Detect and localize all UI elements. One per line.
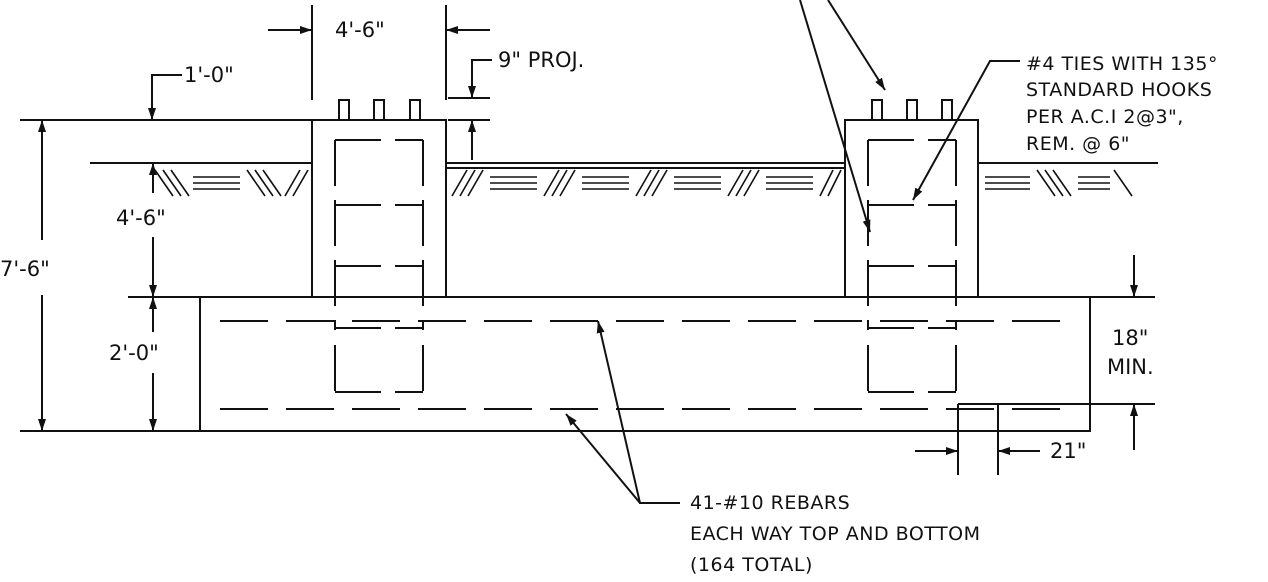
rebar-note-line: 41-#10 REBARS: [690, 492, 850, 514]
left-pedestal-reinforcement: [334, 139, 424, 403]
ties-note-line: PER A.C.I 2@3",: [1026, 106, 1184, 128]
pedestal-width-dimension: [268, 5, 490, 100]
grade-line: [90, 162, 1158, 169]
rebar-note: 41-#10 REBARS EACH WAY TOP AND BOTTOM (1…: [690, 492, 981, 576]
right-anchor-bolts: [871, 99, 953, 121]
pedestal-width-label: 4'-6": [335, 18, 385, 42]
offset-label: 1'-0": [184, 63, 234, 87]
ties-note-line: STANDARD HOOKS: [1026, 79, 1212, 101]
total-depth-label: 7'-6": [0, 257, 50, 281]
ties-note-line: REM. @ 6": [1026, 133, 1130, 155]
right-pedestal: [844, 119, 979, 298]
ties-note: #4 TIES WITH 135° STANDARD HOOKS PER A.C…: [1026, 53, 1218, 155]
right-pedestal-reinforcement: [867, 139, 957, 403]
offset-dimension: [148, 74, 182, 120]
pedestal-depth-label: 4'-6": [116, 206, 166, 230]
left-anchor-bolts: [338, 99, 421, 121]
pedestal-depth-dimension: [128, 163, 200, 298]
left-pedestal: [311, 119, 447, 298]
total-depth-dimension: [20, 119, 312, 432]
bar-spacing-label: 21": [1050, 439, 1086, 463]
ties-note-line: #4 TIES WITH 135°: [1026, 53, 1218, 75]
soil-hatch: [154, 169, 1133, 197]
ties-note-leader: [799, 0, 1020, 233]
bar-spacing-dimension: [915, 404, 1040, 475]
mat-foundation: [199, 296, 1091, 432]
projection-dimension: [448, 59, 492, 160]
projection-label: 9" PROJ.: [498, 48, 584, 72]
rebar-note-line: EACH WAY TOP AND BOTTOM: [690, 523, 981, 545]
rebar-note-line: (164 TOTAL): [690, 554, 813, 576]
mat-thickness-label: 2'-0": [109, 341, 159, 365]
rebar-note-leader: [565, 320, 680, 504]
min-depth-qualifier-label: MIN.: [1107, 355, 1154, 379]
min-depth-dimension: [958, 255, 1155, 450]
min-depth-value-label: 18": [1112, 326, 1148, 350]
